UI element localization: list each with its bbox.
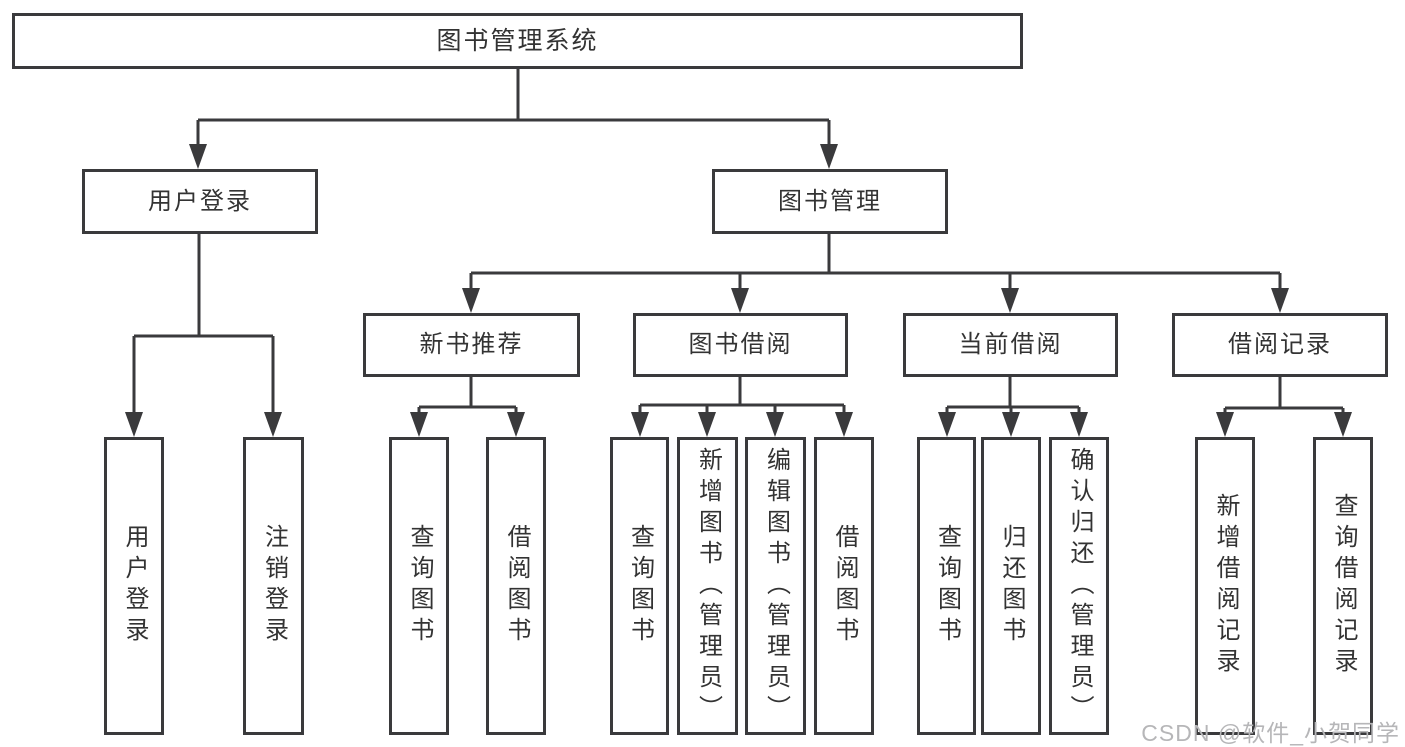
node-query-books-recommend: 查询图书 [389, 437, 449, 735]
node-new-book-recommend: 新书推荐 [363, 313, 580, 377]
csdn-watermark: CSDN @软件_小贺同学 [1141, 720, 1400, 746]
arrow-down-icon [189, 144, 207, 169]
node-library-system: 图书管理系统 [12, 13, 1023, 69]
connector-root-to-level2 [196, 68, 831, 147]
arrow-down-icon [698, 412, 716, 437]
arrow-down-icon [1002, 412, 1020, 437]
node-leaf-logout: 注销登录 [243, 437, 304, 735]
arrow-down-icon [264, 412, 282, 437]
node-query-borrow-record: 查询借阅记录 [1313, 437, 1373, 735]
node-book-borrow: 图书借阅 [633, 313, 848, 377]
node-edit-book-admin: 编辑图书（管理员） [745, 437, 806, 735]
node-leaf-user-login: 用户登录 [104, 437, 164, 735]
arrow-down-icon [410, 412, 428, 437]
node-query-books-current: 查询图书 [917, 437, 976, 735]
arrow-down-icon [462, 288, 480, 313]
node-current-borrow: 当前借阅 [903, 313, 1118, 377]
arrow-down-icon [507, 412, 525, 437]
arrow-down-icon [631, 412, 649, 437]
arrow-down-icon [731, 288, 749, 313]
node-confirm-return-admin: 确认归还（管理员） [1049, 437, 1109, 735]
connector-records-to-leaves [1223, 376, 1345, 415]
node-return-book: 归还图书 [981, 437, 1041, 735]
node-borrow-books: 借阅图书 [814, 437, 874, 735]
arrow-down-icon [820, 144, 838, 169]
arrowheads [125, 144, 1352, 437]
connector-borrow-to-leaves [638, 376, 846, 415]
connector-new-rec-to-leaves [417, 376, 518, 415]
node-borrow-books-recommend: 借阅图书 [486, 437, 546, 735]
node-query-books-borrow: 查询图书 [610, 437, 669, 735]
arrow-down-icon [1271, 288, 1289, 313]
connector-book-mgmt-to-level3 [469, 233, 1282, 291]
arrow-down-icon [1001, 288, 1019, 313]
node-user-login: 用户登录 [82, 169, 318, 234]
arrow-down-icon [1334, 412, 1352, 437]
arrow-down-icon [125, 412, 143, 437]
arrow-down-icon [1216, 412, 1234, 437]
arrow-down-icon [938, 412, 956, 437]
node-borrow-records: 借阅记录 [1172, 313, 1388, 377]
node-book-management: 图书管理 [712, 169, 948, 234]
connector-user-login-to-leaves [132, 233, 275, 415]
arrow-down-icon [835, 412, 853, 437]
node-add-book-admin: 新增图书（管理员） [677, 437, 738, 735]
arrow-down-icon [1070, 412, 1088, 437]
connector-current-to-leaves [945, 376, 1081, 415]
arrow-down-icon [766, 412, 784, 437]
node-add-borrow-record: 新增借阅记录 [1195, 437, 1255, 735]
